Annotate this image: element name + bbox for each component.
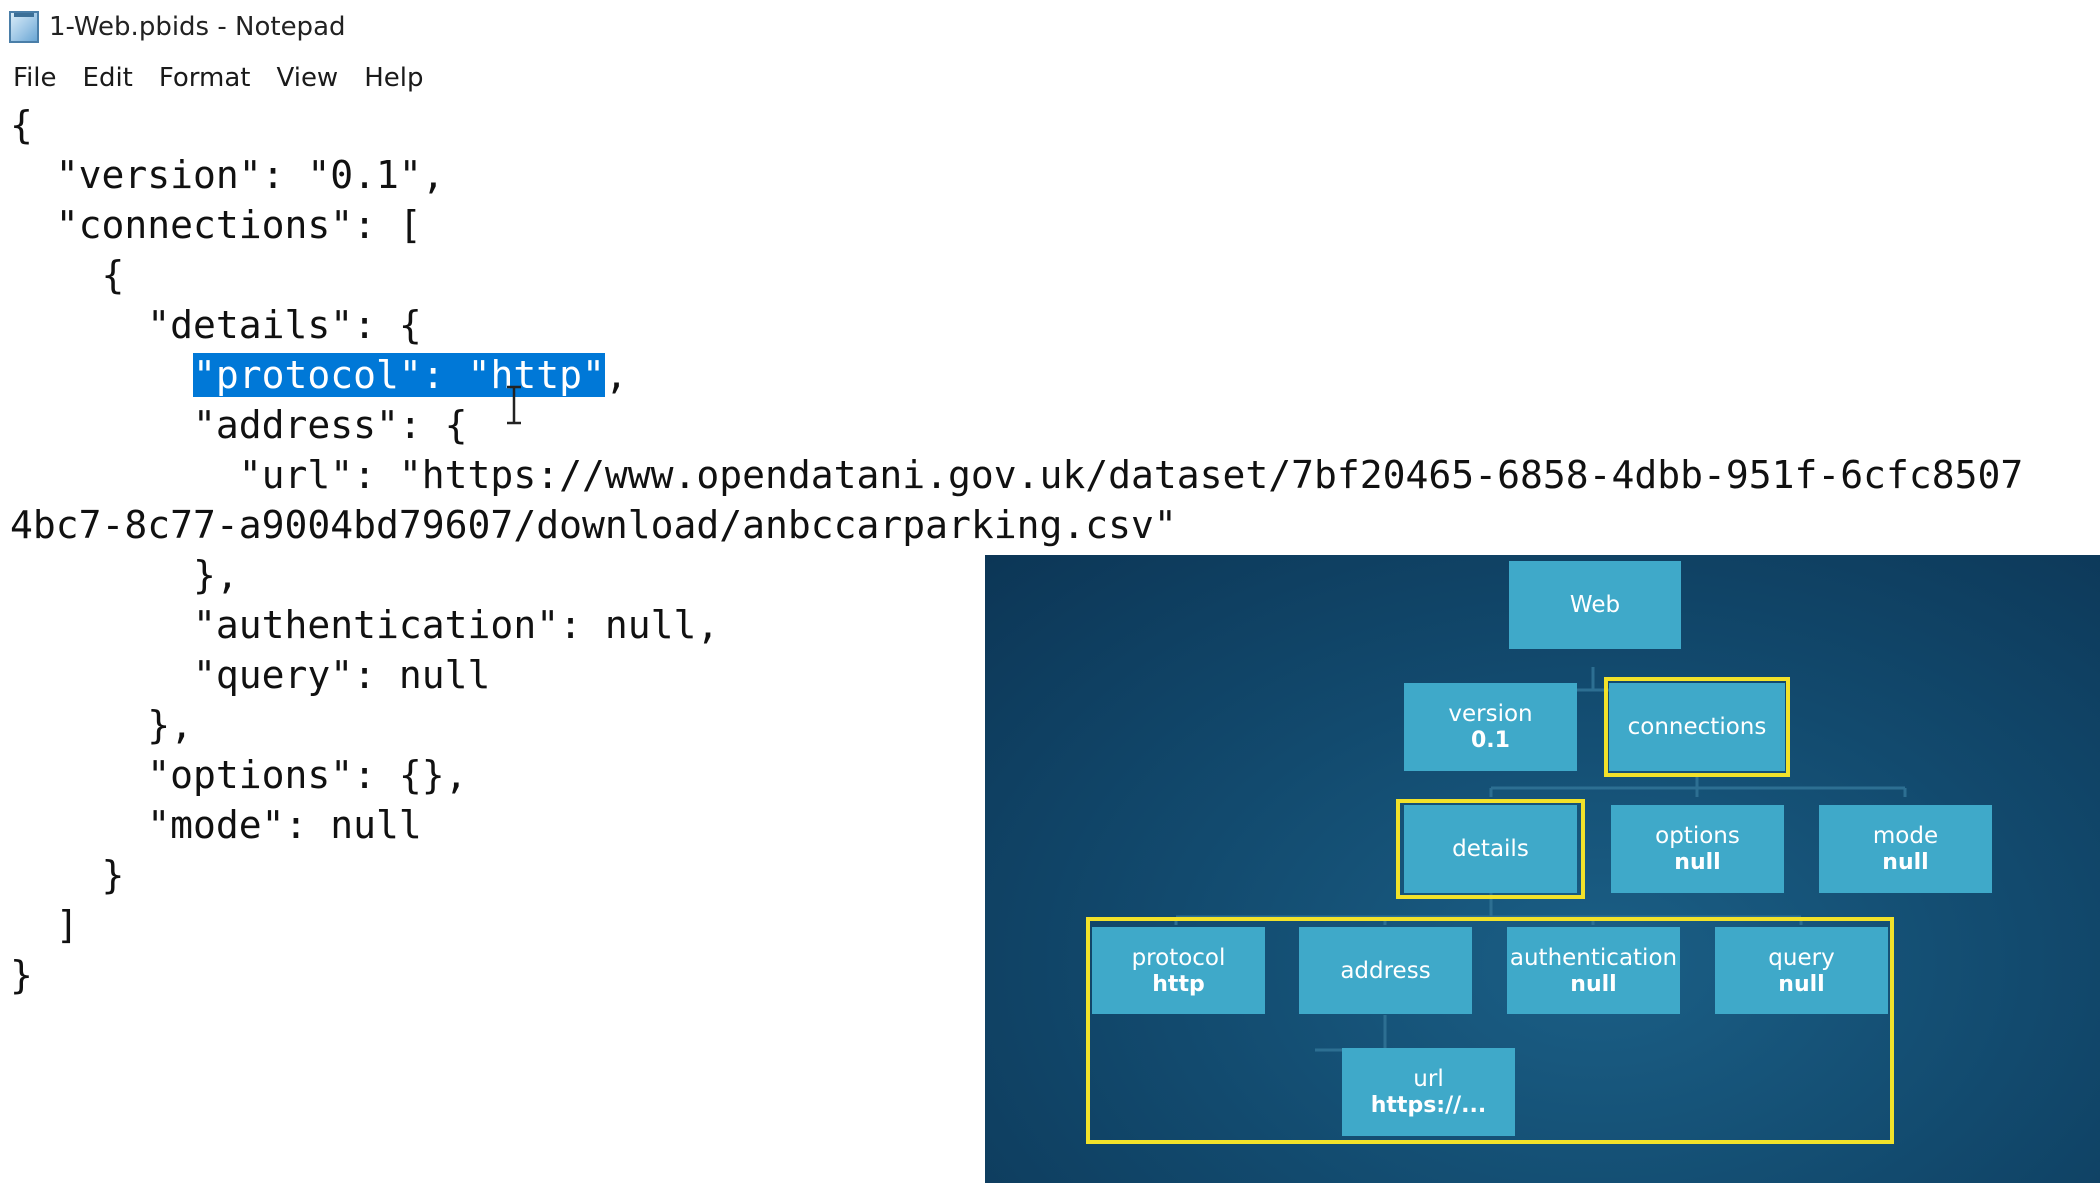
- code-line: }: [10, 953, 33, 997]
- node-label: authentication: [1509, 944, 1678, 971]
- connections-highlight: [1604, 677, 1790, 777]
- code-line: ]: [10, 903, 79, 947]
- node-label: version: [1448, 701, 1533, 727]
- code-line: "options": {},: [10, 753, 468, 797]
- details-highlight: [1396, 799, 1585, 899]
- node-label: address: [1340, 957, 1431, 984]
- node-value: null: [1882, 850, 1929, 875]
- node-label: url: [1413, 1066, 1444, 1092]
- node-authentication: authentication null: [1507, 927, 1680, 1014]
- node-label: protocol: [1131, 944, 1226, 971]
- details-children-highlight: [1086, 917, 1894, 1144]
- menu-help[interactable]: Help: [364, 63, 424, 93]
- code-line: "url": "https://www.opendatani.gov.uk/da…: [10, 453, 2024, 497]
- indent: [10, 353, 193, 397]
- node-label: details: [1452, 836, 1529, 862]
- menu-view[interactable]: View: [276, 63, 339, 93]
- code-line: {: [10, 253, 125, 297]
- window-title: 1-Web.pbids - Notepad: [49, 12, 346, 42]
- node-value: https://...: [1370, 1093, 1487, 1118]
- node-label: Web: [1569, 592, 1621, 618]
- code-line-selected: "protocol": "http",: [10, 350, 628, 400]
- node-mode: mode null: [1819, 805, 1992, 893]
- notepad-icon: [9, 11, 39, 43]
- node-protocol: protocol http: [1092, 927, 1265, 1014]
- menu-bar: File Edit Format View Help: [0, 58, 2100, 98]
- node-label: query: [1768, 944, 1835, 971]
- title-bar: 1-Web.pbids - Notepad: [0, 0, 2100, 54]
- code-line: "mode": null: [10, 803, 422, 847]
- code-line: {: [10, 103, 33, 147]
- node-value: http: [1152, 971, 1205, 997]
- trailing-comma: ,: [604, 353, 628, 397]
- node-label: options: [1655, 823, 1740, 849]
- node-details: details: [1404, 805, 1577, 893]
- code-line: 4bc7-8c77-a9004bd79607/download/anbccarp…: [10, 503, 1177, 547]
- node-query: query null: [1715, 927, 1888, 1014]
- code-line: "connections": [: [10, 203, 422, 247]
- code-line: "authentication": null,: [10, 603, 720, 647]
- text-cursor-icon: [507, 385, 521, 425]
- node-web: Web: [1509, 561, 1681, 649]
- node-url: url https://...: [1342, 1048, 1515, 1136]
- menu-edit[interactable]: Edit: [82, 63, 133, 93]
- node-value: 0.1: [1471, 728, 1510, 753]
- node-version: version 0.1: [1404, 683, 1577, 771]
- code-line: "version": "0.1",: [10, 153, 445, 197]
- node-value: null: [1674, 850, 1721, 875]
- code-line: }: [10, 853, 125, 897]
- code-line: },: [10, 553, 239, 597]
- code-line: "address": {: [10, 403, 468, 447]
- node-address: address: [1299, 927, 1472, 1014]
- code-line: "details": {: [10, 303, 422, 347]
- code-line: "query": null: [10, 653, 491, 697]
- node-label: mode: [1872, 823, 1939, 849]
- selected-text[interactable]: "protocol": "http": [193, 353, 605, 397]
- node-value: null: [1570, 971, 1617, 997]
- json-tree-diagram: Web version 0.1 connections details opti…: [985, 555, 2100, 1183]
- node-value: null: [1778, 971, 1825, 997]
- code-line: },: [10, 703, 194, 747]
- node-connections: connections: [1609, 683, 1785, 771]
- node-label: connections: [1627, 714, 1767, 740]
- node-options: options null: [1611, 805, 1784, 893]
- menu-format[interactable]: Format: [158, 63, 251, 93]
- menu-file[interactable]: File: [13, 63, 57, 93]
